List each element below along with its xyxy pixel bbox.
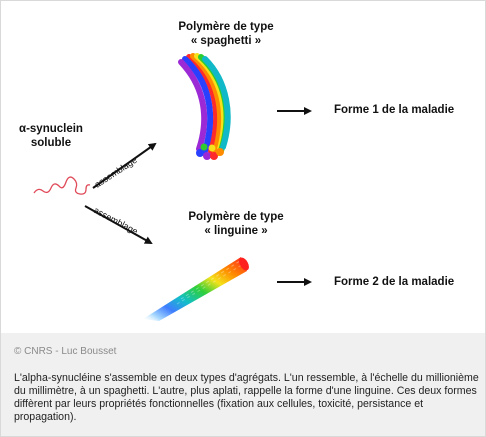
monomer-label: α-synuclein soluble: [11, 122, 91, 150]
spaghetti-polymer: [178, 53, 231, 160]
spaghetti-label-line1: Polymère de type: [178, 21, 274, 33]
form2-label: Forme 2 de la maladie: [334, 276, 455, 288]
monomer-label-line1: α-synuclein: [19, 123, 83, 135]
diagram-graphics: assemblage assemblage: [33, 53, 312, 321]
caption-text: L'alpha-synucléine s'assemble en deux ty…: [14, 372, 479, 423]
assemblage-label-top: assemblage: [93, 155, 139, 190]
form1-label: Forme 1 de la maladie: [334, 104, 455, 116]
arrow-up-assemblage: [92, 142, 157, 189]
spaghetti-label: Polymère de type « spaghetti »: [151, 20, 301, 48]
linguine-label: Polymère de type « linguine »: [161, 210, 311, 238]
diagram: Polymère de type « spaghetti » α-synucle…: [1, 1, 485, 332]
linguine-label-line1: Polymère de type: [188, 211, 284, 223]
assemblage-label-bottom: assemblage: [92, 205, 140, 237]
monomer-label-line2: soluble: [30, 137, 72, 149]
image-credit: © CNRS - Luc Bousset: [14, 346, 117, 357]
caption-box: © CNRS - Luc Bousset L'alpha-synucléine …: [1, 333, 485, 436]
linguine-label-line2: « linguine »: [204, 225, 268, 237]
monomer-squiggle: [33, 176, 91, 195]
spaghetti-label-line2: « spaghetti »: [190, 35, 262, 47]
arrow-down-assemblage: [84, 205, 153, 244]
linguine-polymer: [143, 257, 249, 321]
